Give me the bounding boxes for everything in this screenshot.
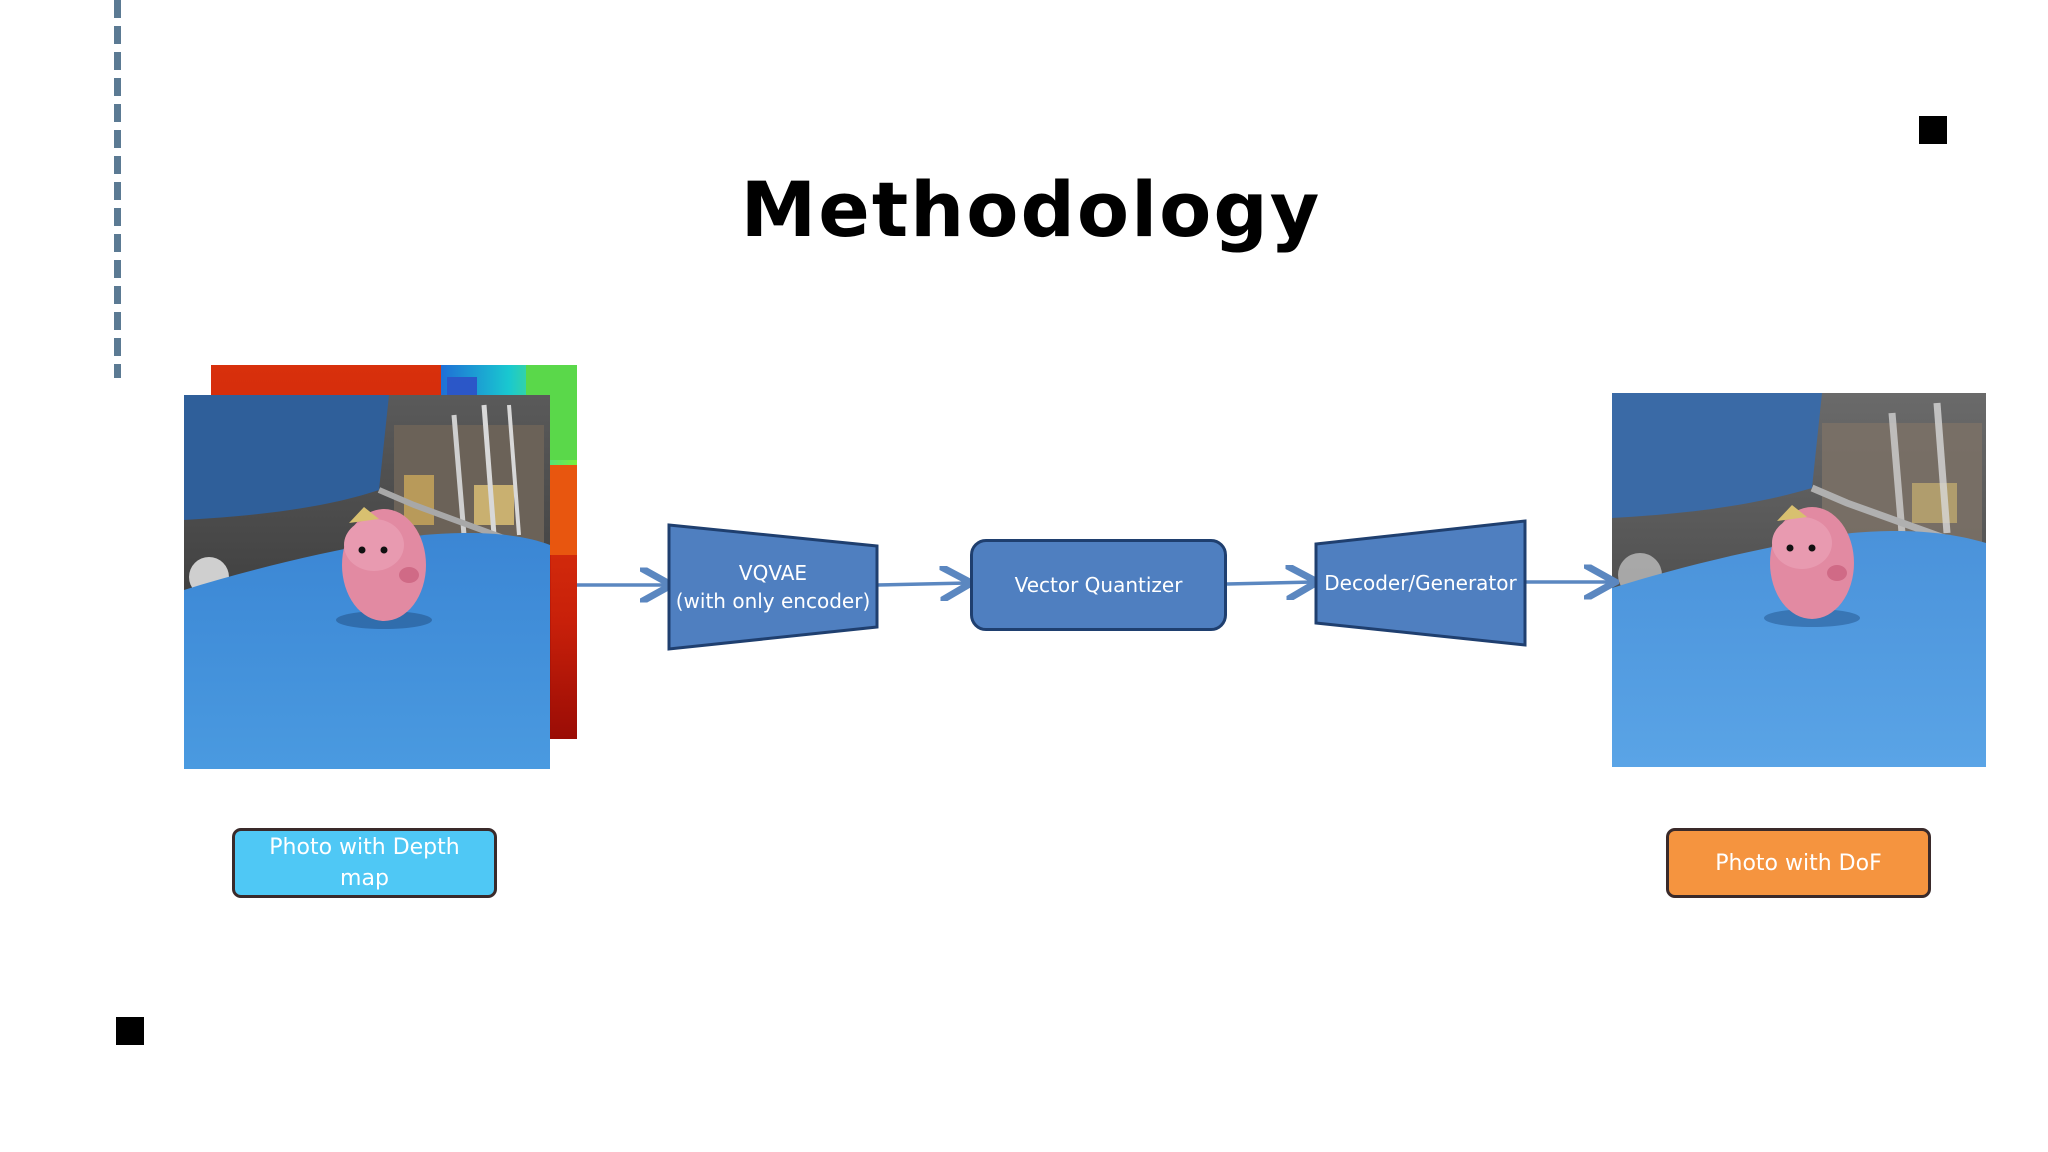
arrow-encoder-to-quantizer [876, 583, 968, 585]
arrow-quantizer-to-decoder [1226, 582, 1314, 584]
quantizer-node [970, 539, 1227, 631]
output-label-box: Photo with DoF [1666, 828, 1931, 898]
input-label: Photo with Depth map [269, 835, 460, 891]
output-photo-image [1612, 393, 1986, 767]
decoder-shape [1314, 519, 1527, 647]
corner-square-top-right [1919, 116, 1947, 144]
corner-square-bottom-left [116, 1017, 144, 1045]
dashed-divider [114, 0, 121, 378]
input-label-box: Photo with Depth map [232, 828, 497, 898]
input-photo-image [184, 395, 550, 769]
output-label: Photo with DoF [1715, 850, 1882, 876]
slide-title: Methodology [740, 165, 1322, 254]
encoder-shape [667, 523, 879, 651]
